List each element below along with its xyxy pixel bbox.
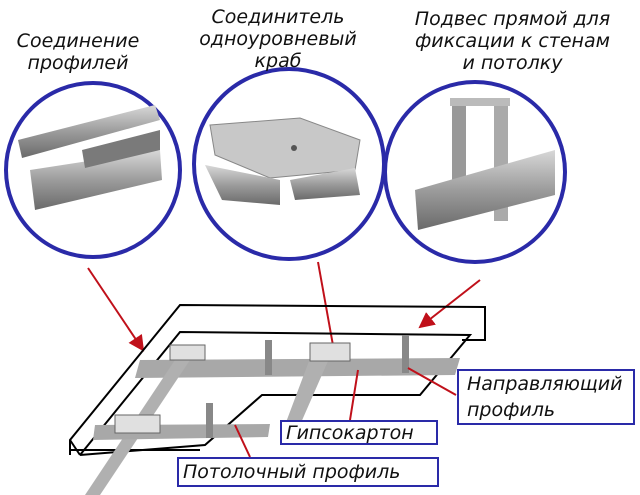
profile-joint-callout [4,81,182,259]
title-line: краб [254,50,302,72]
callout-title-crab: Соединитель одноуровневый краб [193,6,363,72]
label-drywall: Гипсокартон [280,420,438,445]
title-line: Соединение [16,30,140,52]
callout-title-joint: Соединение профилей [8,30,148,74]
crab-connector-callout [192,67,386,261]
label-line: Направляющий [467,373,623,395]
arrow-hanger [418,279,481,329]
ceiling-profiles [85,335,460,495]
pointer-drywall [349,369,359,421]
title-line: одноуровневый [199,28,357,50]
pointer-ceiling [234,424,251,458]
hanger-callout [383,80,567,264]
title-line: профилей [27,52,129,74]
frame-outline [69,303,486,456]
title-line: фиксации к стенам [415,30,610,52]
title-line: Соединитель [211,6,345,28]
label-guide-profile: Направляющий профиль [457,369,635,425]
title-line: и потолку [462,52,563,74]
pointer-guide [407,367,457,396]
callout-title-hanger: Подвес прямой для фиксации к стенам и по… [395,8,630,74]
label-line: профиль [467,399,556,421]
title-line: Подвес прямой для [414,8,611,30]
arrow-joint [87,267,145,352]
label-ceiling-profile: Потолочный профиль [177,457,439,487]
